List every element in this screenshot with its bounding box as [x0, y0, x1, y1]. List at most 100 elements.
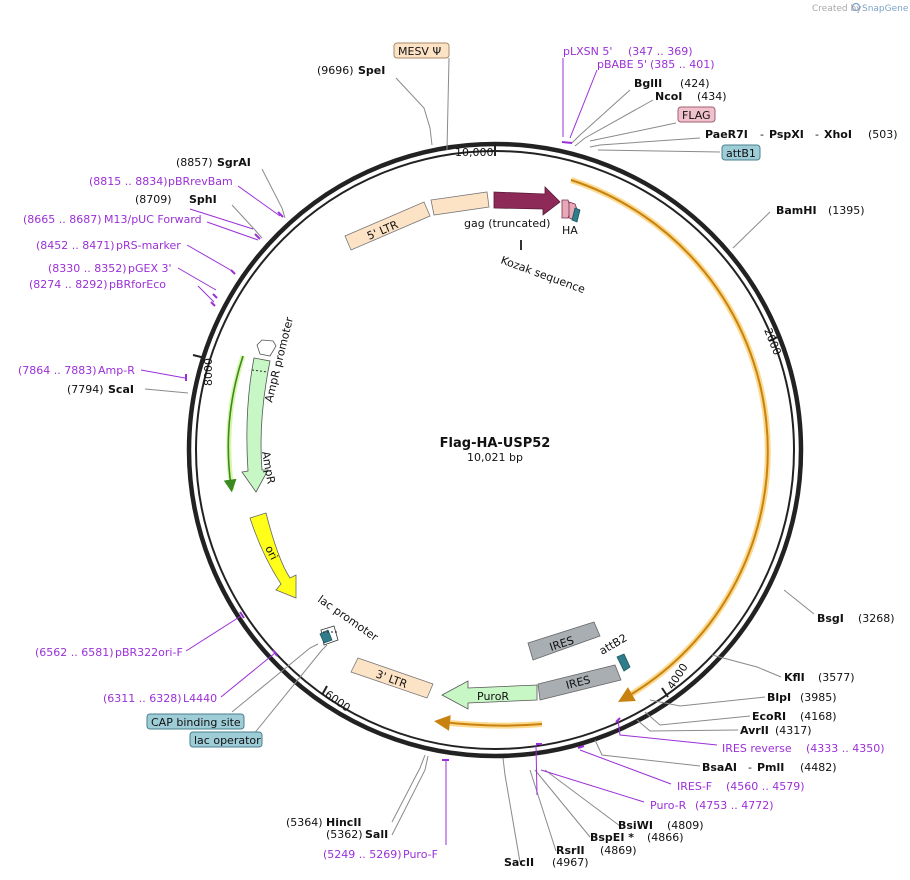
- plxsn-mark: [561, 141, 573, 144]
- ecori-name: EcoRI: [752, 710, 786, 723]
- m13-leader: [206, 221, 259, 241]
- puror-range: (4753 .. 4772): [695, 799, 774, 812]
- flag-leader: [589, 122, 677, 142]
- pbr322ori-name: pBR322ori-F: [115, 646, 183, 659]
- avrii-leader: [636, 719, 739, 732]
- cap-leader: [231, 643, 319, 713]
- ires2-feature: [537, 664, 622, 701]
- iresf-name: IRES-F: [677, 780, 712, 793]
- purof-range: (5249 .. 5269): [323, 848, 402, 861]
- pbrforeco-range: (8274 .. 8292): [29, 278, 108, 291]
- bsgi-pos: (3268): [858, 612, 895, 625]
- sacii-name: SacII: [504, 856, 534, 869]
- puror-label: PuroR: [477, 690, 509, 703]
- bspei-leader: [534, 769, 591, 838]
- tick-2000-label: 2000: [761, 326, 784, 357]
- m13puc-name: M13/pUC Forward: [104, 213, 202, 226]
- bamhi-pos: (1395): [828, 204, 865, 217]
- orf-ampr-arrow: [223, 355, 244, 493]
- ecori-leader: [644, 711, 751, 726]
- ampr-promoter-label: AmpR promoter: [262, 315, 296, 403]
- iresf-mark: [577, 745, 585, 749]
- hincii-name: HincII: [326, 816, 362, 829]
- blpi-leader: [649, 696, 766, 707]
- iresrev-range: (4333 .. 4350): [806, 742, 885, 755]
- primer-labels: pLXSN 5' (347 .. 369) pBABE 5' (385 .. 4…: [18, 45, 885, 861]
- pbabe-range: (385 .. 401): [650, 58, 715, 71]
- cap-label: CAP binding site: [151, 716, 241, 729]
- pmli-name: PmlI: [757, 761, 784, 774]
- ampr-promoter-feature: [256, 339, 277, 357]
- prsmarker-mark: [230, 269, 236, 275]
- cap-site-feature: [319, 629, 333, 644]
- tick-8000: [192, 354, 206, 359]
- blpi-pos: (3985): [800, 691, 837, 704]
- primer-leader-lines: [140, 58, 718, 845]
- pbr322ori-leader: [185, 615, 242, 652]
- sgrai-leader: [261, 168, 286, 219]
- ampr-primer-range: (7864 .. 7883): [18, 364, 97, 377]
- bglii-leader: [571, 89, 631, 144]
- avrii-name: AvrII: [740, 724, 769, 737]
- bsaai-name: BsaAI: [702, 761, 737, 774]
- gag-feature: [493, 186, 561, 216]
- enzyme-leader-lines: [144, 57, 815, 863]
- bsiwi-pos: (4809): [667, 819, 704, 832]
- mesv-box: MESV Ψ: [393, 42, 450, 59]
- ori-feature: [249, 512, 297, 599]
- plxsn-range: (347 .. 369): [628, 45, 693, 58]
- spei-leader: [395, 77, 433, 146]
- kfli-name: KflI: [784, 671, 805, 684]
- pbrrevbam-mark: [277, 211, 284, 218]
- bsaai-pos: (4482): [800, 761, 837, 774]
- kozak-feature: [571, 207, 581, 223]
- sali-name: SalI: [365, 828, 388, 841]
- puror-name: Puro-R: [650, 799, 687, 812]
- sgrai-name: SgrAI: [217, 156, 251, 169]
- pbrforeco-name: pBRforEco: [109, 278, 166, 291]
- bsgi-name: BsgI: [817, 612, 844, 625]
- primer-marks: [185, 211, 621, 761]
- iresrev-name: IRES reverse: [722, 742, 792, 755]
- sphi-name: SphI: [189, 193, 217, 206]
- ori-label: ori: [262, 543, 280, 562]
- lacop-box: lac operator: [189, 731, 263, 748]
- attb1-leader: [597, 149, 721, 153]
- pgex3-leader: [177, 267, 217, 291]
- created-by-text: Created by: [812, 4, 862, 14]
- plxsn-name: pLXSN 5': [563, 45, 612, 58]
- ha-label: HA: [562, 224, 578, 237]
- pbrforeco-mark: [210, 301, 216, 307]
- orf-ampr-halo: [226, 355, 246, 491]
- m13-mark: [254, 233, 261, 240]
- paer7i-sep1: -: [760, 128, 764, 141]
- prsmarker-leader: [186, 244, 235, 273]
- hincii-pos: (5364): [286, 816, 323, 829]
- pbr322ori-mark: [239, 611, 245, 619]
- iresf-range: (4560 .. 4579): [726, 780, 805, 793]
- iresf-leader: [579, 749, 672, 785]
- prsmarker-range: (8452 .. 8471): [36, 239, 115, 252]
- l4440-name: L4440: [183, 692, 217, 705]
- tick-4000: [661, 687, 669, 698]
- gag-label: gag (truncated): [464, 217, 550, 230]
- flag-box: FLAG: [677, 106, 716, 123]
- l4440-leader: [220, 652, 276, 698]
- spei-pos: (9696): [317, 64, 354, 77]
- sgrai-pos: (8857): [176, 156, 213, 169]
- pbrrevbam-range: (8815 .. 8834): [89, 175, 168, 188]
- sali-leader: [391, 755, 429, 836]
- ampr-feature: [241, 357, 271, 493]
- ncoi-leader: [574, 99, 654, 147]
- lacop-leader: [252, 644, 328, 736]
- orf-outer-halo: [570, 177, 771, 701]
- scai-name: ScaI: [108, 383, 134, 396]
- avrii-pos: (4317): [775, 724, 812, 737]
- bspei-pos: (4866): [647, 831, 684, 844]
- bsaai-leader: [594, 739, 701, 767]
- pgex3-name: pGEX 3': [128, 262, 172, 275]
- sacii-leader: [502, 757, 521, 863]
- scai-pos: (7794): [67, 383, 104, 396]
- ncoi-name: NcoI: [655, 90, 682, 103]
